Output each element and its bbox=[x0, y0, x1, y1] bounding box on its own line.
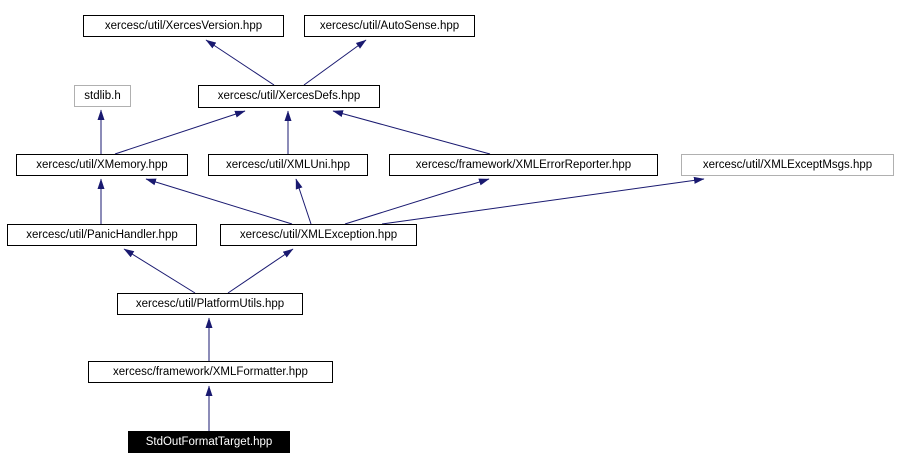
node-xmemory[interactable]: xercesc/util/XMemory.hpp bbox=[16, 154, 188, 176]
edge-xmlexception-to-xmlerrorreporter bbox=[344, 178, 490, 225]
node-xmlexceptmsgs: xercesc/util/XMLExceptMsgs.hpp bbox=[681, 154, 894, 176]
node-stdlib: stdlib.h bbox=[74, 85, 131, 107]
node-xmlexception[interactable]: xercesc/util/XMLException.hpp bbox=[220, 224, 417, 246]
node-xmluni[interactable]: xercesc/util/XMLUni.hpp bbox=[208, 154, 368, 176]
node-panichandler[interactable]: xercesc/util/PanicHandler.hpp bbox=[7, 224, 197, 246]
edge-platformutils-to-panichandler bbox=[123, 248, 196, 294]
node-stdoutformattarget: StdOutFormatTarget.hpp bbox=[128, 431, 290, 453]
edge-xercesdefs-to-autosense bbox=[303, 39, 367, 86]
edge-xercesdefs-to-xercesversion bbox=[205, 39, 275, 86]
edge-xmlexception-to-xmemory bbox=[145, 178, 293, 225]
edge-xmlerrorreporter-to-xercesdefs bbox=[332, 110, 491, 155]
node-xercesversion[interactable]: xercesc/util/XercesVersion.hpp bbox=[83, 15, 284, 37]
node-xercesdefs[interactable]: xercesc/util/XercesDefs.hpp bbox=[198, 85, 380, 108]
node-platformutils[interactable]: xercesc/util/PlatformUtils.hpp bbox=[117, 293, 303, 315]
edge-xmlexception-to-xmluni bbox=[295, 178, 312, 225]
node-xmlerrorreporter[interactable]: xercesc/framework/XMLErrorReporter.hpp bbox=[389, 154, 658, 176]
edge-xmlexception-to-xmlexceptmsgs bbox=[381, 176, 705, 225]
edge-platformutils-to-xmlexception bbox=[227, 248, 294, 294]
node-xmlformatter[interactable]: xercesc/framework/XMLFormatter.hpp bbox=[88, 361, 333, 383]
edge-xmemory-to-xercesdefs bbox=[114, 110, 246, 155]
node-autosense[interactable]: xercesc/util/AutoSense.hpp bbox=[304, 15, 475, 37]
